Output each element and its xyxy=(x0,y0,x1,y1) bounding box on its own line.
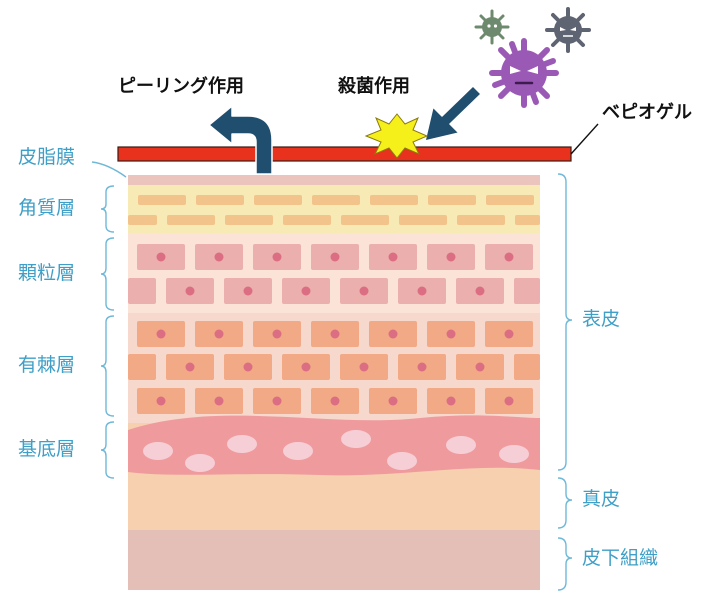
sterilization-action-label: 殺菌作用 xyxy=(338,76,410,97)
stratum-corneum-cells xyxy=(128,195,540,225)
sterilization-arrow xyxy=(424,85,482,142)
stratum-corneum-label: 角質層 xyxy=(18,197,76,219)
cell xyxy=(128,354,156,380)
cell xyxy=(514,354,540,380)
basal-cell xyxy=(499,445,529,463)
cell-nucleus xyxy=(475,286,485,296)
green-bacteria-icon xyxy=(474,9,510,45)
cell-nucleus xyxy=(446,252,456,262)
cell xyxy=(138,195,186,205)
basal-cell xyxy=(446,436,476,454)
cell xyxy=(225,215,273,225)
cell-nucleus xyxy=(272,329,282,339)
purple-bacteria-icon xyxy=(489,38,559,108)
cell xyxy=(370,195,418,205)
stratum-basale-cells xyxy=(143,430,529,472)
subcutis-bracket xyxy=(557,537,573,591)
cell xyxy=(514,278,540,304)
granulosum-bracket xyxy=(100,237,115,311)
cell-nucleus xyxy=(417,286,427,296)
stratum-spinosum-label: 有棘層 xyxy=(18,354,76,376)
cell-nucleus xyxy=(504,396,514,406)
cell-nucleus xyxy=(243,362,253,372)
epidermis-label: 表皮 xyxy=(582,308,621,330)
cell-nucleus xyxy=(359,286,369,296)
cell-nucleus xyxy=(446,329,456,339)
stratum-basale-layer xyxy=(128,415,540,476)
cell-nucleus xyxy=(272,396,282,406)
cell-nucleus xyxy=(301,286,311,296)
cell-nucleus xyxy=(388,329,398,339)
cell xyxy=(128,215,157,225)
basal-cell xyxy=(185,454,215,472)
cell-nucleus xyxy=(243,286,253,296)
cell xyxy=(167,215,215,225)
subcutis-layer xyxy=(128,530,540,590)
cell-nucleus xyxy=(475,362,485,372)
dermis-bracket xyxy=(557,477,573,529)
cell-nucleus xyxy=(185,286,195,296)
cell-nucleus xyxy=(388,252,398,262)
stratum-basale-label: 基底層 xyxy=(18,438,76,460)
gel-leader-line xyxy=(570,123,599,155)
cell xyxy=(457,215,505,225)
cell-nucleus xyxy=(156,396,166,406)
peeling-action-label: ピーリング作用 xyxy=(118,76,244,97)
cell-nucleus xyxy=(272,252,282,262)
cell xyxy=(428,195,476,205)
burst-icon xyxy=(364,113,429,159)
sebum-label: 皮脂膜 xyxy=(18,146,76,168)
stratum-granulosum-label: 顆粒層 xyxy=(18,262,76,284)
sebum-bracket xyxy=(91,161,127,178)
cell-nucleus xyxy=(301,362,311,372)
peeling-arrow xyxy=(208,105,273,175)
cell-nucleus xyxy=(156,252,166,262)
bepio-gel-label: ベピオゲル xyxy=(602,102,692,123)
cell-nucleus xyxy=(417,362,427,372)
basale-bracket xyxy=(100,421,115,479)
stratum-corneum-layer xyxy=(128,185,540,233)
epidermis-bracket xyxy=(557,173,573,471)
gel-layer xyxy=(117,146,572,162)
gray-bacteria-icon xyxy=(545,7,591,53)
cell-nucleus xyxy=(214,396,224,406)
cell-nucleus xyxy=(504,329,514,339)
cell-nucleus xyxy=(504,252,514,262)
cell xyxy=(128,278,156,304)
basal-cell xyxy=(387,452,417,470)
subcutis-label: 皮下組織 xyxy=(582,547,659,569)
stratum-granulosum-cells xyxy=(128,244,540,304)
corneum-bracket xyxy=(100,185,115,233)
cell-nucleus xyxy=(214,329,224,339)
basal-cell xyxy=(143,442,173,460)
cell-nucleus xyxy=(330,252,340,262)
cell-nucleus xyxy=(446,396,456,406)
cell-nucleus xyxy=(156,329,166,339)
stratum-spinosum-cells xyxy=(128,321,540,414)
cell-nucleus xyxy=(330,396,340,406)
cell-nucleus xyxy=(185,362,195,372)
cell-nucleus xyxy=(388,396,398,406)
cell-nucleus xyxy=(214,252,224,262)
cell xyxy=(254,195,302,205)
cell xyxy=(341,215,389,225)
cell-nucleus xyxy=(330,329,340,339)
cell xyxy=(283,215,331,225)
basal-cell xyxy=(341,430,371,448)
cell xyxy=(312,195,360,205)
dermis-label: 真皮 xyxy=(582,488,621,510)
basal-cell xyxy=(227,435,257,453)
cell xyxy=(486,195,534,205)
cell xyxy=(399,215,447,225)
cell xyxy=(196,195,244,205)
basal-cell xyxy=(283,442,313,460)
cell-nucleus xyxy=(359,362,369,372)
spinosum-bracket xyxy=(100,315,115,417)
sebum-layer xyxy=(128,175,540,185)
cell xyxy=(515,215,540,225)
